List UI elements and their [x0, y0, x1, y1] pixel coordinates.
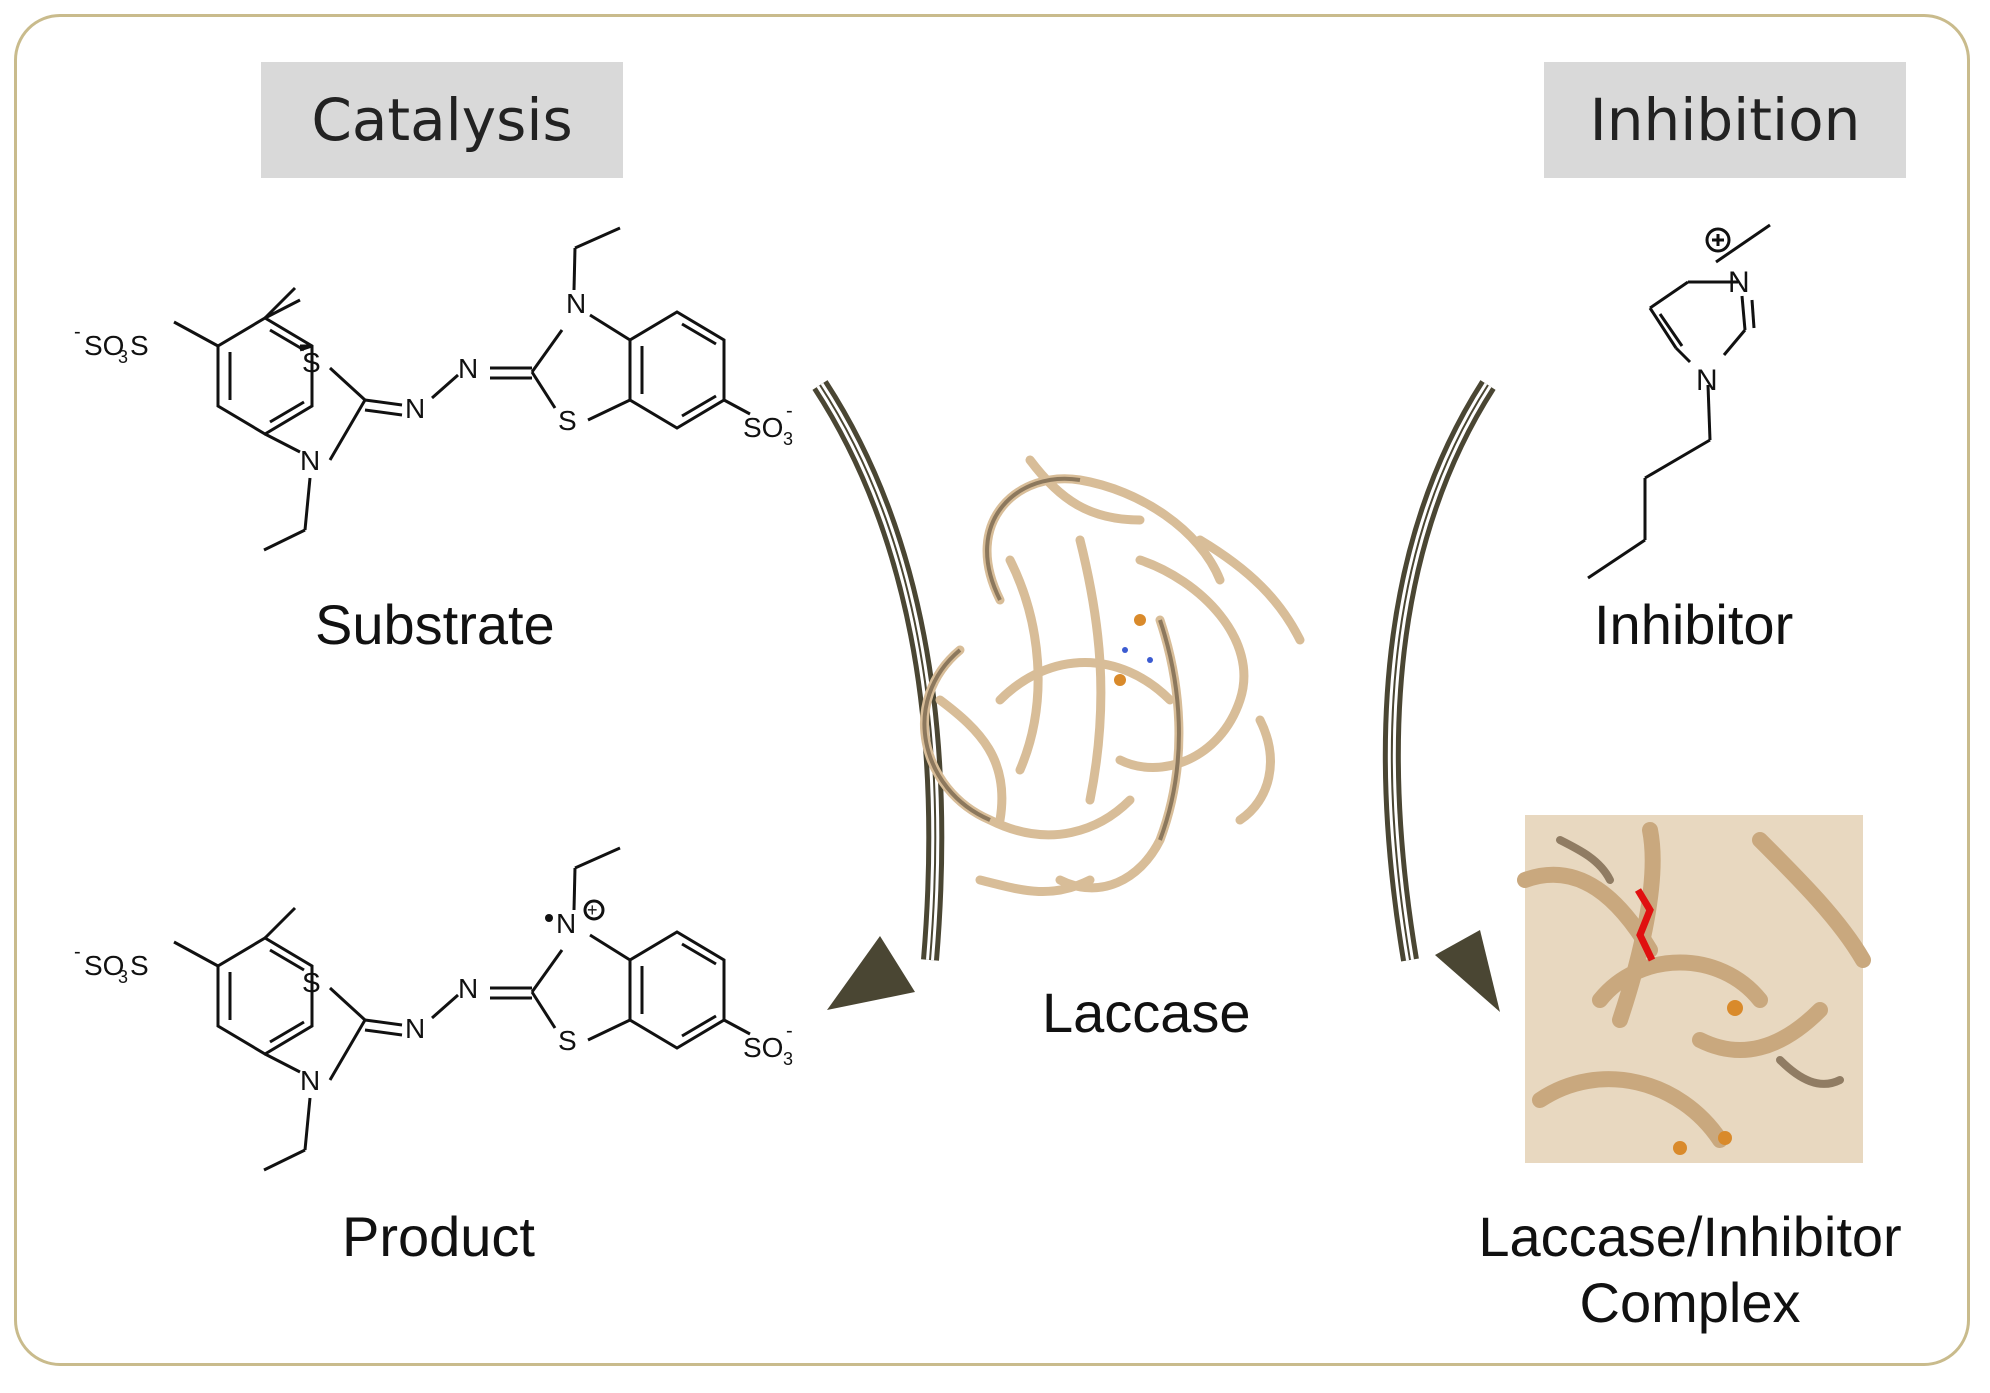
atom-sub3: 3	[783, 429, 793, 449]
inhibition-header: Inhibition	[1544, 62, 1906, 178]
atom-n: N	[405, 393, 425, 424]
atom-minus: -	[74, 941, 81, 963]
product-structure	[173, 846, 751, 1172]
copper-site	[1114, 614, 1153, 686]
complex-image	[1517, 815, 1871, 1163]
atom-n: N	[458, 353, 478, 384]
atom-n: N	[300, 445, 320, 476]
inhibition-arrow	[1382, 380, 1496, 962]
inhibitor-structure	[1587, 223, 1771, 580]
atom-sub3: 3	[118, 967, 128, 987]
atom-n: N	[300, 1065, 320, 1096]
atom-s: S	[130, 950, 149, 981]
atom-s: S	[558, 405, 577, 436]
product-label: Product	[342, 1205, 535, 1268]
atom-plus: +	[587, 900, 598, 920]
complex-label-line1: Laccase/Inhibitor	[1478, 1205, 1902, 1268]
catalysis-arrowhead	[827, 936, 915, 1010]
atom-so3: SO	[743, 412, 783, 443]
atom-s: S	[558, 1025, 577, 1056]
atom-sub3: 3	[118, 347, 128, 367]
catalysis-header: Catalysis	[261, 62, 623, 178]
atom-so3: SO	[743, 1032, 783, 1063]
atom-minus: -	[74, 321, 81, 343]
atom-n: N	[1696, 364, 1718, 397]
laccase-protein-shading	[922, 476, 1181, 841]
product-atom-labels: - SO 3 S S N N N N + S SO 3 -	[74, 900, 793, 1096]
inhibitor-atom-labels: N N	[1696, 266, 1750, 397]
atom-s: S	[302, 967, 321, 998]
atom-so3: SO	[84, 950, 124, 981]
atom-minus: -	[786, 1020, 793, 1042]
atom-n: N	[566, 288, 586, 319]
atom-n: N	[405, 1013, 425, 1044]
atom-s: S	[130, 330, 149, 361]
inhibition-arrowhead	[1435, 930, 1500, 1012]
complex-label-line2: Complex	[1579, 1271, 1801, 1334]
substrate-structure	[173, 226, 751, 552]
atom-n: N	[458, 973, 478, 1004]
radical-dot	[545, 914, 553, 922]
complex-label: Laccase/Inhibitor Complex	[1455, 1204, 1925, 1336]
substrate-atom-labels: - SO 3 S S N N N N S SO 3 -	[74, 288, 793, 476]
catalysis-arrow	[812, 380, 945, 961]
atom-s: S	[302, 347, 321, 378]
atom-sub3: 3	[783, 1049, 793, 1069]
laccase-protein-image	[920, 455, 1305, 896]
substrate-label: Substrate	[315, 593, 555, 656]
inhibitor-label: Inhibitor	[1594, 593, 1794, 656]
laccase-label: Laccase	[1042, 981, 1251, 1044]
atom-n: N	[1728, 266, 1750, 299]
atom-so3: SO	[84, 330, 124, 361]
atom-n: N	[556, 908, 576, 939]
atom-minus: -	[786, 400, 793, 422]
